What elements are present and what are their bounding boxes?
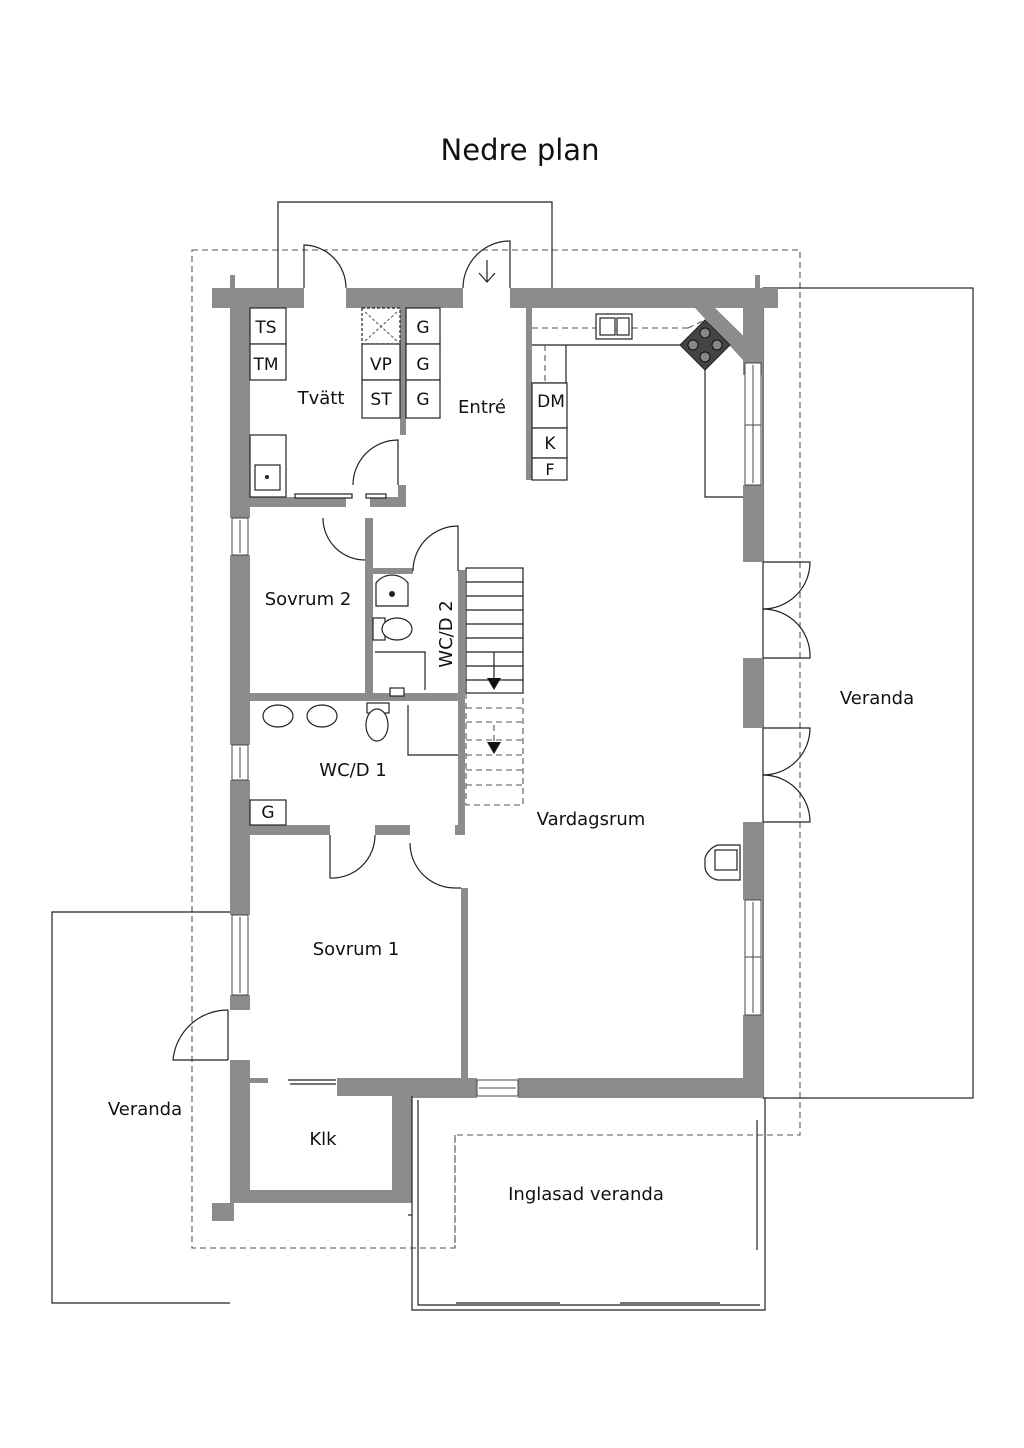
glazed-veranda-structure [408, 1096, 766, 1311]
doors [172, 240, 811, 1085]
appliance-ts: TS [254, 318, 276, 338]
bathroom-fixtures [249, 574, 458, 826]
appliance-st: ST [370, 390, 392, 410]
room-tvatt: Tvätt [297, 388, 345, 409]
kitchen-fixtures [531, 313, 743, 498]
laundry-fixtures [249, 307, 441, 499]
entrance-canopy [277, 201, 553, 288]
room-klk: Klk [309, 1129, 337, 1150]
stairs [465, 567, 524, 806]
room-wcd2: WC/D 2 [436, 600, 457, 667]
appliance-g-wc: G [261, 803, 274, 823]
room-inglasad-veranda: Inglasad veranda [508, 1184, 664, 1205]
appliance-g1: G [416, 318, 429, 338]
appliance-g3: G [416, 390, 429, 410]
appliance-g2: G [416, 355, 429, 375]
walls [212, 275, 778, 1221]
room-labels: Tvätt Entré Sovrum 2 WC/D 2 WC/D 1 Varda… [108, 388, 914, 1205]
fireplace [704, 844, 741, 881]
room-veranda-left: Veranda [108, 1099, 182, 1120]
appliance-vp: VP [370, 355, 392, 375]
room-wcd1: WC/D 1 [319, 760, 386, 781]
appliance-tm: TM [252, 355, 278, 375]
plan-title: Nedre plan [441, 133, 600, 167]
room-vardagsrum: Vardagsrum [537, 809, 646, 830]
veranda-left-outline [51, 911, 230, 1304]
windows [231, 362, 762, 1097]
room-veranda-right: Veranda [840, 688, 914, 709]
appliance-f: F [545, 460, 554, 479]
roof-outline [191, 249, 801, 1249]
room-sovrum1: Sovrum 1 [313, 939, 400, 960]
room-sovrum2: Sovrum 2 [265, 589, 352, 610]
appliance-labels: TS TM VP ST G G G DM K F G [252, 318, 564, 823]
appliance-dm: DM [537, 392, 565, 412]
appliance-k: K [544, 434, 556, 454]
room-entre: Entré [458, 397, 506, 418]
